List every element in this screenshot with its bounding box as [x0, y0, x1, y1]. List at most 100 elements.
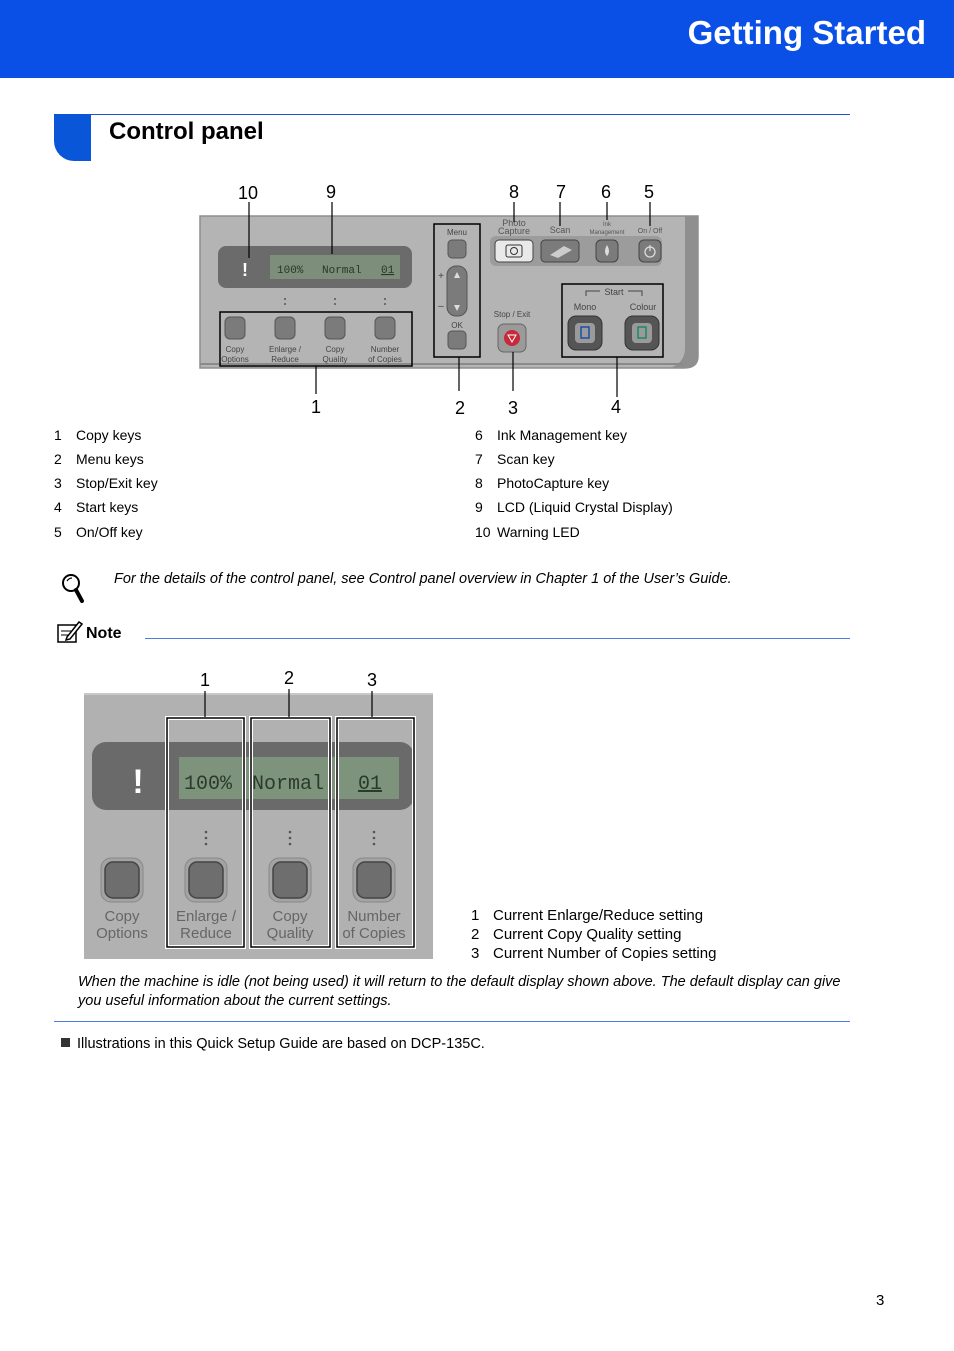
copy-quality-key[interactable]: Copy Quality [323, 316, 348, 364]
indicator-dots [284, 298, 386, 305]
callout-2: 2 [455, 398, 465, 418]
note-pencil-icon [57, 620, 83, 643]
on-off-key[interactable] [638, 239, 662, 263]
copy-options-key[interactable]: Copy Options [96, 857, 148, 942]
header-title: Getting Started [687, 14, 926, 51]
callout-3: 3 [508, 398, 518, 418]
callout-2: 2 [284, 668, 294, 688]
stop-icon [504, 330, 520, 346]
highlight-frames [165, 716, 416, 949]
callout-3: 3 [367, 670, 377, 690]
photo-capture-label-1: Photo [502, 218, 526, 228]
ink-management-key[interactable] [595, 239, 619, 263]
control-panel-figure: ! 100% Normal 01 Copy Options Enlarge / … [199, 182, 699, 418]
callout-1: 1 [311, 397, 321, 417]
tip-text: For the details of the control panel, se… [114, 571, 732, 587]
menu-keys-outline [433, 223, 481, 358]
svg-text:Number: Number [371, 345, 400, 354]
svg-text:Options: Options [221, 355, 249, 364]
bullet-item: Illustrations in this Quick Setup Guide … [61, 1036, 485, 1052]
section-rule [54, 114, 850, 115]
note-rule [145, 638, 850, 639]
lcd-enlarge: 100% [277, 265, 304, 277]
lcd-quality: Normal [322, 265, 362, 277]
enlarge-reduce-key[interactable]: Enlarge / Reduce [269, 316, 302, 364]
lcd-enlarge: 100% [184, 773, 233, 796]
photo-capture-key[interactable] [494, 239, 534, 263]
copy-options-key[interactable]: Copy Options [221, 316, 249, 364]
bullet-square-icon [61, 1038, 70, 1047]
ink-label-1: Ink [603, 222, 612, 228]
callout-8: 8 [509, 182, 519, 202]
mono-label: Mono [574, 302, 597, 312]
enlarge-reduce-key[interactable]: Enlarge / Reduce [176, 857, 237, 942]
menu-up-down-rocker[interactable] [446, 265, 468, 317]
number-of-copies-key[interactable]: Number of Copies [342, 857, 406, 942]
svg-text:Copy: Copy [104, 908, 140, 925]
header-bar: Getting Started [0, 0, 954, 78]
camera-icon [505, 244, 523, 258]
lcd-copies: 01 [381, 265, 395, 277]
colour-start-key[interactable] [624, 315, 660, 351]
menu-button[interactable] [447, 239, 467, 259]
svg-text:Options: Options [96, 925, 148, 942]
callout-5: 5 [644, 182, 654, 202]
warning-led-icon: ! [242, 260, 248, 280]
svg-text:Enlarge /: Enlarge / [176, 908, 237, 925]
note-label: Note [86, 625, 122, 642]
ok-button[interactable] [447, 330, 467, 350]
svg-text:Number: Number [347, 908, 400, 925]
scan-label: Scan [550, 225, 571, 235]
svg-text:Copy: Copy [226, 345, 245, 354]
indicator-dots [204, 830, 376, 846]
stop-exit-label: Stop / Exit [494, 310, 531, 319]
idle-text: When the machine is idle (not being used… [78, 974, 841, 1009]
svg-text:of Copies: of Copies [342, 925, 405, 942]
on-off-label: On / Off [638, 228, 662, 235]
start-keys-outline [561, 283, 664, 358]
menu-label: Menu [447, 228, 467, 237]
copy-quality-key[interactable]: Copy Quality [267, 857, 314, 942]
callout-lines [248, 202, 651, 397]
svg-text:Quality: Quality [267, 925, 314, 942]
lcd-quality: Normal [252, 773, 324, 796]
lcd-copies: 01 [358, 773, 382, 796]
callout-6: 6 [601, 182, 611, 202]
callout-9: 9 [326, 182, 336, 202]
lcd-screen [270, 255, 400, 279]
page-number: 3 [876, 1292, 885, 1309]
section-marker [54, 114, 91, 161]
photo-capture-label-2: Capture [498, 226, 530, 236]
scan-icon [550, 246, 572, 258]
colour-label: Colour [630, 302, 657, 312]
callout-lines [204, 689, 373, 717]
warning-led-icon: ! [132, 763, 143, 801]
up-arrow-icon [454, 272, 460, 278]
ink-drop-icon [605, 245, 609, 256]
bullet-text: Illustrations in this Quick Setup Guide … [77, 1036, 485, 1052]
start-label: Start [604, 287, 624, 297]
svg-text:Copy: Copy [326, 345, 345, 354]
svg-text:Enlarge /: Enlarge / [269, 345, 302, 354]
ink-label-2: Management [589, 230, 624, 236]
ok-label: OK [451, 321, 463, 330]
plus-label: + [438, 271, 444, 282]
mono-copy-icon [580, 326, 590, 339]
callout-10: 10 [238, 183, 258, 203]
svg-text:Quality: Quality [323, 355, 348, 364]
down-arrow-icon [454, 305, 460, 311]
number-of-copies-key[interactable]: Number of Copies [368, 316, 402, 364]
section-title: Control panel [109, 118, 264, 145]
minus-label: – [438, 301, 444, 312]
lcd-screen [179, 757, 399, 799]
callout-1: 1 [200, 670, 210, 690]
callout-4: 4 [611, 397, 621, 417]
mono-start-key[interactable] [567, 315, 603, 351]
svg-text:Reduce: Reduce [271, 355, 299, 364]
callout-7: 7 [556, 182, 566, 202]
lcd-detail-figure: ! 100% Normal 01 Copy Options Enlarge / … [84, 668, 433, 959]
scan-key[interactable] [540, 239, 580, 263]
svg-text:of Copies: of Copies [368, 355, 402, 364]
